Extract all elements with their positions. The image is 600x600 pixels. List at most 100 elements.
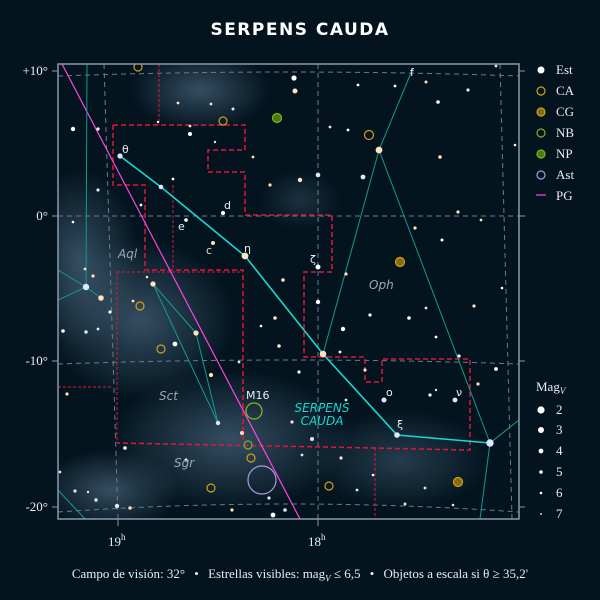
- star: [423, 486, 427, 490]
- star: [131, 299, 135, 303]
- open-cluster-icon[interactable]: [324, 481, 334, 491]
- open-cluster-icon[interactable]: [218, 116, 228, 126]
- dec-label-plus10: +10°: [22, 63, 48, 78]
- star: [84, 330, 88, 334]
- star: [277, 344, 281, 348]
- star: [117, 153, 123, 159]
- mag-title-text: Mag: [536, 379, 560, 394]
- star: [479, 218, 483, 222]
- star-label-f: f: [410, 66, 415, 79]
- globular-cluster-icon[interactable]: [394, 256, 406, 268]
- constellation-label-aql: Aql: [117, 247, 138, 261]
- star: [346, 128, 350, 132]
- star: [188, 124, 192, 128]
- star: [65, 392, 69, 396]
- star: [393, 84, 397, 88]
- star: [240, 431, 244, 435]
- ra-19-unit: h: [121, 532, 126, 542]
- star: [319, 350, 327, 358]
- star-label-zeta: ζ: [310, 253, 316, 266]
- axis-ticks: [52, 70, 525, 526]
- star: [428, 393, 432, 397]
- star-label-c: c: [206, 244, 212, 257]
- star: [158, 184, 164, 190]
- mag-3-label: 3: [556, 422, 563, 437]
- star: [300, 453, 304, 457]
- legend-label-ast: Ast: [556, 167, 574, 182]
- star: [297, 177, 303, 183]
- open-cluster-icon[interactable]: [133, 63, 143, 72]
- open-cluster-icon[interactable]: [156, 344, 166, 354]
- star: [500, 286, 504, 290]
- star-label-e: e: [178, 220, 185, 233]
- star: [452, 397, 458, 403]
- star: [371, 473, 375, 477]
- star: [290, 420, 294, 424]
- footer-stars-sub: V: [325, 573, 331, 584]
- star: [315, 264, 321, 270]
- star: [61, 329, 65, 333]
- star: [360, 174, 366, 180]
- plot-frame: [57, 63, 520, 520]
- open-cluster-icon[interactable]: [135, 301, 145, 311]
- footer-stars-suffix: ≤ 6,5: [330, 566, 361, 581]
- star: [139, 203, 143, 207]
- legend-label-est: Est: [556, 62, 573, 77]
- star: [215, 420, 221, 426]
- star: [171, 177, 175, 181]
- mag-4-icon: [538, 448, 544, 454]
- nebula-m16-icon[interactable]: [245, 402, 263, 420]
- star: [150, 281, 156, 287]
- star: [413, 226, 417, 230]
- star: [403, 502, 407, 506]
- footer-sep: •: [369, 566, 375, 581]
- legend-label-ca: CA: [556, 83, 575, 98]
- star: [456, 210, 460, 214]
- star: [268, 183, 272, 187]
- star: [94, 498, 98, 502]
- asterism-icon[interactable]: [247, 465, 277, 495]
- legend-star-icon: [537, 66, 545, 74]
- star: [310, 437, 314, 441]
- star: [156, 120, 160, 124]
- star: [394, 432, 400, 438]
- dec-label-minus10: -10°: [25, 353, 48, 368]
- legend-label-np: NP: [556, 146, 573, 161]
- open-cluster-icon[interactable]: [246, 453, 256, 463]
- star-label-xi: ξ: [397, 418, 403, 431]
- star: [267, 496, 271, 500]
- open-cluster-icon[interactable]: [363, 129, 375, 141]
- deep-sky-objects: [133, 63, 464, 495]
- star: [434, 335, 438, 339]
- star: [494, 367, 498, 371]
- star: [407, 316, 411, 320]
- mag-5-label: 5: [556, 464, 563, 479]
- star: [172, 341, 178, 347]
- star: [315, 299, 321, 305]
- star: [273, 316, 277, 320]
- mag-title-sub: V: [560, 386, 567, 396]
- star: [230, 508, 234, 512]
- mag-6-icon: [539, 491, 543, 495]
- ecliptic-line: [61, 64, 301, 519]
- dec-label-minus20: -20°: [25, 499, 48, 514]
- open-cluster-icon[interactable]: [206, 483, 216, 493]
- star: [220, 210, 226, 216]
- legend-planetary-nebula-icon: [536, 149, 546, 159]
- labels: Aql Oph Sct Sgr SERPENS CAUDA θ η ζ ξ o …: [117, 66, 462, 470]
- footer: Campo de visión: 32° • Estrellas visible…: [0, 566, 600, 584]
- constellation-boundaries: [58, 64, 471, 519]
- star: [83, 267, 87, 271]
- footer-scale: Objetos a escala si θ ≥ 35,2': [383, 566, 529, 581]
- ra-label-18h: 18h: [308, 532, 326, 549]
- star: [291, 75, 297, 81]
- star: [451, 503, 455, 507]
- star: [184, 458, 188, 462]
- serpens-cauda-label-line2: CAUDA: [301, 414, 344, 428]
- planetary-nebula-icon[interactable]: [271, 112, 283, 124]
- nebula-icon[interactable]: [243, 440, 253, 450]
- legend: Est CA CG NB NP Ast PG MagV 2 3 4 5 6 7: [536, 62, 575, 521]
- constellation-label-sct: Sct: [159, 389, 179, 403]
- globular-cluster-icon[interactable]: [452, 476, 464, 488]
